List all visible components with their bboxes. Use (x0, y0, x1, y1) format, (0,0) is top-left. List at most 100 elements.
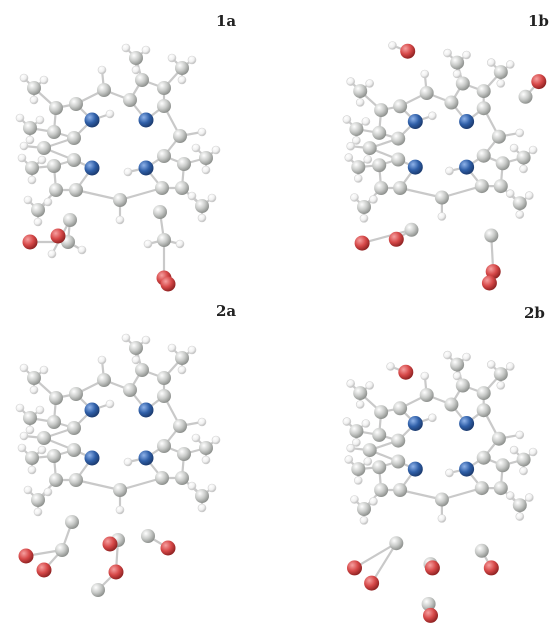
carbon-atom (31, 203, 45, 217)
hydrogen-atom (505, 491, 515, 501)
hydrogen-atom (388, 41, 397, 50)
atoms (15, 43, 221, 292)
bond (399, 186, 443, 199)
oxygen-atom (347, 560, 362, 576)
carbon-atom (434, 492, 449, 507)
carbon-atom (476, 386, 491, 401)
hydrogen-atom (428, 413, 437, 423)
hydrogen-atom (352, 136, 361, 145)
hydrogen-atom (524, 493, 534, 502)
hydrogen-atom (346, 443, 356, 453)
hydrogen-atom (486, 58, 496, 67)
carbon-atom (444, 397, 459, 412)
carbon-atom (372, 158, 387, 173)
oxygen-atom (50, 228, 66, 244)
hydrogen-atom (445, 468, 454, 478)
carbon-atom (177, 157, 191, 171)
bond (118, 476, 164, 492)
carbon-atom (353, 386, 368, 401)
carbon-atom (113, 193, 127, 207)
carbon-atom (389, 536, 404, 551)
hydrogen-atom (23, 195, 33, 205)
carbon-atom (199, 151, 213, 165)
hydrogen-atom (462, 352, 471, 362)
carbon-atom (374, 483, 389, 497)
hydrogen-atom (97, 65, 107, 75)
hydrogen-atom (369, 195, 378, 204)
carbon-atom (69, 183, 83, 197)
carbon-atom (175, 351, 189, 365)
carbon-atom (393, 99, 408, 114)
oxygen-atom (36, 562, 52, 578)
hydrogen-atom (197, 503, 207, 513)
nitrogen-atom (138, 450, 154, 466)
hydrogen-atom (141, 335, 151, 345)
hydrogen-atom (443, 350, 452, 360)
nitrogen-atom (459, 461, 475, 477)
carbon-atom (450, 55, 465, 70)
carbon-atom (404, 222, 419, 237)
nitrogen-atom (407, 159, 423, 175)
carbon-atom (25, 161, 39, 175)
hydrogen-atom (43, 487, 53, 497)
carbon-atom (374, 405, 389, 420)
nitrogen-atom (459, 159, 475, 175)
carbon-atom (476, 84, 491, 99)
carbon-atom (23, 411, 37, 425)
oxygen-atom (398, 364, 414, 380)
carbon-atom (512, 498, 527, 513)
carbon-atom (351, 462, 366, 477)
carbon-atom (391, 433, 406, 448)
carbon-atom (353, 84, 368, 99)
oxygen-atom (102, 536, 118, 552)
carbon-atom (157, 389, 171, 403)
nitrogen-atom (84, 450, 100, 466)
carbon-atom (173, 129, 187, 143)
hydrogen-atom (363, 155, 373, 164)
panel-2b: 2b (342, 304, 545, 623)
carbon-atom (421, 597, 436, 611)
hydrogen-atom (197, 213, 207, 223)
hydrogen-atom (443, 48, 452, 58)
oxygen-atom (22, 234, 38, 250)
atoms (342, 41, 547, 291)
carbon-atom (493, 367, 508, 382)
hydrogen-atom (115, 505, 125, 515)
hydrogen-atom (342, 417, 352, 426)
nitrogen-atom (84, 402, 100, 418)
carbon-atom (393, 181, 408, 195)
hydrogen-atom (505, 362, 515, 371)
hydrogen-atom (344, 455, 354, 464)
carbon-atom (157, 371, 171, 385)
hydrogen-atom (25, 135, 35, 145)
hydrogen-atom (17, 153, 27, 163)
carbon-atom (27, 81, 41, 95)
carbon-atom (49, 473, 63, 487)
hydrogen-atom (519, 164, 528, 174)
hydrogen-atom (207, 483, 217, 493)
oxygen-atom (18, 548, 34, 564)
carbon-atom (374, 103, 389, 118)
hydrogen-atom (346, 379, 356, 388)
hydrogen-atom (191, 433, 201, 443)
hydrogen-atom (452, 371, 462, 381)
hydrogen-atom (17, 443, 27, 453)
hydrogen-atom (462, 50, 471, 60)
carbon-atom (47, 415, 61, 429)
hydrogen-atom (25, 425, 35, 435)
hydrogen-atom (505, 189, 515, 198)
carbon-atom (37, 141, 51, 155)
hydrogen-atom (35, 405, 45, 415)
carbon-atom (47, 125, 61, 139)
carbon-atom (195, 489, 209, 503)
carbon-atom (173, 419, 187, 433)
hydrogen-atom (15, 113, 25, 123)
bond (118, 186, 164, 202)
hydrogen-atom (19, 363, 29, 373)
hydrogen-atom (369, 497, 378, 506)
carbon-atom (123, 383, 137, 397)
hydrogen-atom (528, 447, 538, 457)
carbon-atom (175, 471, 189, 485)
carbon-atom (495, 156, 510, 171)
hydrogen-atom (359, 516, 369, 525)
